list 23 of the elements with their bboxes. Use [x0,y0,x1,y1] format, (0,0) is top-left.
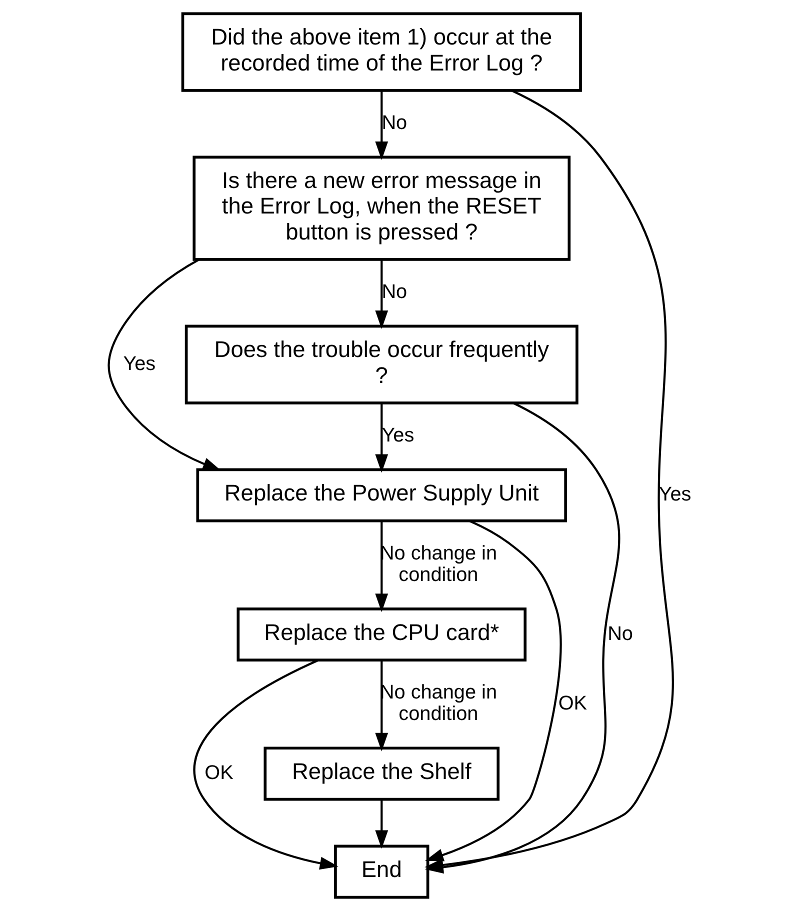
node-box: Is there a new error message in the Error Log, when the RESET button is pressed ? [192,156,571,261]
node-box: Did the above item 1) occur at the recorded time of the Error Log ? [181,12,582,92]
arrow [375,660,388,752]
edge-label: Yes [382,424,414,447]
node-box: End [334,844,430,899]
node-box: Replace the Shelf [264,746,500,801]
arrow [424,520,562,862]
edge-label: OK [558,692,588,714]
edge-label: No [382,112,408,134]
arrow [375,402,388,473]
edge-label: Yes [123,352,156,375]
edge-label: No [608,622,633,645]
arrow [193,659,338,870]
node-box: Replace the Power Supply Unit [196,468,568,522]
node-box: Does the trouble occur frequently ? [184,324,578,404]
arrow [108,258,222,471]
arrow [375,260,388,329]
edge-label: No [382,281,408,304]
arrow [375,800,388,849]
arrow [375,521,388,612]
edge-label: OK [204,762,234,784]
node-box: Replace the CPU card* [236,608,527,662]
arrow [375,90,388,160]
